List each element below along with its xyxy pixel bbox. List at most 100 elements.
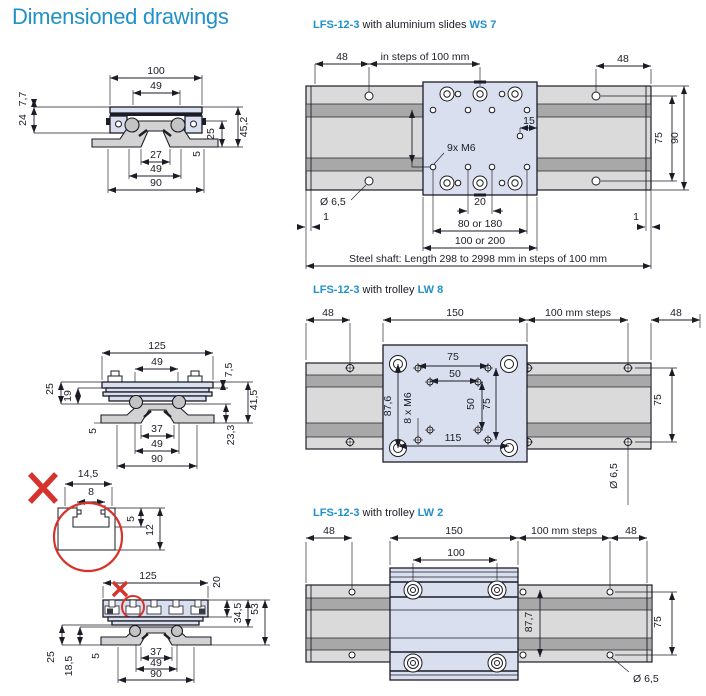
trolley-layer: [108, 395, 207, 402]
dim-label: 25: [44, 383, 56, 395]
model-label: LFS-12-3: [313, 19, 360, 31]
dim-label: 25: [45, 651, 57, 663]
dim-label: 18,5: [63, 656, 75, 677]
mounting-bolts: [107, 370, 203, 383]
dim-label: 100 or 200: [455, 235, 505, 247]
dim-label: 100 mm steps: [545, 307, 611, 319]
dim-label: 41,5: [248, 390, 260, 411]
rail-holes: [345, 363, 633, 447]
dim-label: 9x M6: [447, 142, 476, 154]
dim-label: 48: [336, 51, 348, 63]
dim-label: 100: [447, 547, 465, 559]
roller-right: [171, 394, 187, 410]
slot-lip: [76, 509, 82, 515]
dim-label: 49: [150, 657, 162, 669]
trolley-top-plate: [101, 381, 214, 389]
dim-label: 45,2: [238, 117, 250, 138]
dim-label: 49: [151, 356, 163, 368]
model-label: LFS-12-3: [313, 507, 360, 519]
dim-label: 37: [151, 423, 163, 435]
roller-right: [170, 117, 186, 133]
trolley-rollers: [403, 580, 507, 673]
variant-label: LW 2: [417, 507, 444, 519]
dim-label: 90: [150, 177, 162, 189]
dim-label: 150: [446, 307, 464, 319]
dim-label: 50: [465, 398, 477, 410]
dim-label: 24: [17, 114, 29, 126]
page-title: Dimensioned drawings: [12, 4, 229, 29]
header-text: with aluminium slides: [362, 19, 467, 31]
rail-hole: [364, 176, 374, 186]
dim-label: 48: [322, 307, 334, 319]
dim-label: 1: [633, 211, 639, 223]
dim-label: 5: [90, 653, 102, 659]
slide-top-plate: [109, 106, 203, 114]
dim-label: 8: [88, 486, 94, 498]
dim-label: 87,6: [382, 396, 394, 417]
dim-label: 125: [148, 340, 166, 352]
slot-lip: [100, 509, 106, 515]
shaft-profile: [100, 403, 215, 424]
rail-hole: [591, 91, 601, 101]
dimension-lines: [305, 314, 701, 505]
ws7-cross-section-drawing: 100 49 7,7 24 45,2 25 5 27 49 90: [17, 65, 250, 193]
dim-label: 115: [445, 432, 462, 444]
dim-label: 8 x M6: [402, 392, 414, 424]
dim-label: 90: [150, 668, 162, 680]
dim-label: 75: [653, 132, 665, 144]
dim-label: 14,5: [78, 468, 99, 480]
dim-label: 150: [445, 525, 463, 537]
roller-left: [124, 117, 140, 133]
t-slots: [104, 599, 206, 615]
dim-label: Ø 6,5: [608, 463, 620, 489]
dim-label: 75: [481, 398, 493, 410]
slot-anchor: [107, 608, 113, 614]
dim-label: 75: [652, 616, 664, 628]
section-header-ws7: LFS-12-3 with aluminium slides WS 7: [313, 19, 496, 31]
dim-label: 75: [447, 351, 459, 363]
dim-label: 5: [125, 516, 137, 522]
groove-mark: [138, 129, 148, 137]
groove-mark: [162, 129, 172, 137]
screw-hole: [190, 120, 197, 128]
dim-label: 34,5: [232, 603, 244, 624]
dim-label: 5: [191, 151, 203, 157]
variant-label: WS 7: [469, 19, 497, 31]
variant-label: LW 8: [417, 284, 444, 296]
dim-label: 49: [151, 438, 163, 450]
red-highlight-circle: [52, 501, 124, 573]
groove-mark: [141, 633, 149, 640]
dim-label: 5: [87, 428, 99, 434]
header-text: with trolley: [362, 507, 415, 519]
section-header-lw8: LFS-12-3 with trolley LW 8: [313, 284, 443, 296]
dim-label: 100 mm steps: [531, 525, 597, 537]
lw2-plan-drawing: 48 150 100 mm steps 48 100 87,7 75 Ø 6,5: [305, 525, 677, 685]
groove-mark: [143, 410, 152, 418]
dimension-lines: [305, 535, 677, 673]
shaft-profile: [100, 626, 212, 646]
groove-mark: [163, 633, 171, 640]
roller-right: [170, 624, 184, 638]
dim-label: 48: [617, 53, 629, 65]
ws7-plan-drawing: 48 in steps of 100 mm 48 15 9x M6 Ø 6,5 …: [297, 51, 689, 269]
dim-label: 12: [144, 524, 156, 536]
dim-label: 48: [670, 307, 682, 319]
dim-label: in steps of 100 mm: [381, 51, 470, 63]
rail-holes: [348, 588, 614, 659]
rail-hole: [591, 176, 601, 186]
m6-holes: [429, 106, 531, 171]
set-screw-left: [106, 118, 110, 125]
dim-label: 20: [211, 576, 223, 588]
dimension-lines: [59, 580, 270, 683]
tslot-profile-drawing: 14,5 8 5 12: [27, 468, 165, 573]
plate-seam: [110, 113, 202, 116]
dim-label: 125: [139, 570, 157, 582]
lw8-cross-section-drawing: 125 49 25 19 5 7,5 41,5 23,3 37 49 90: [44, 340, 260, 469]
dim-label: 37: [150, 646, 162, 658]
dimension-lines: [64, 481, 165, 551]
dim-label: 48: [323, 525, 335, 537]
dimension-lines: [297, 61, 689, 269]
dim-label: 1: [323, 211, 329, 223]
